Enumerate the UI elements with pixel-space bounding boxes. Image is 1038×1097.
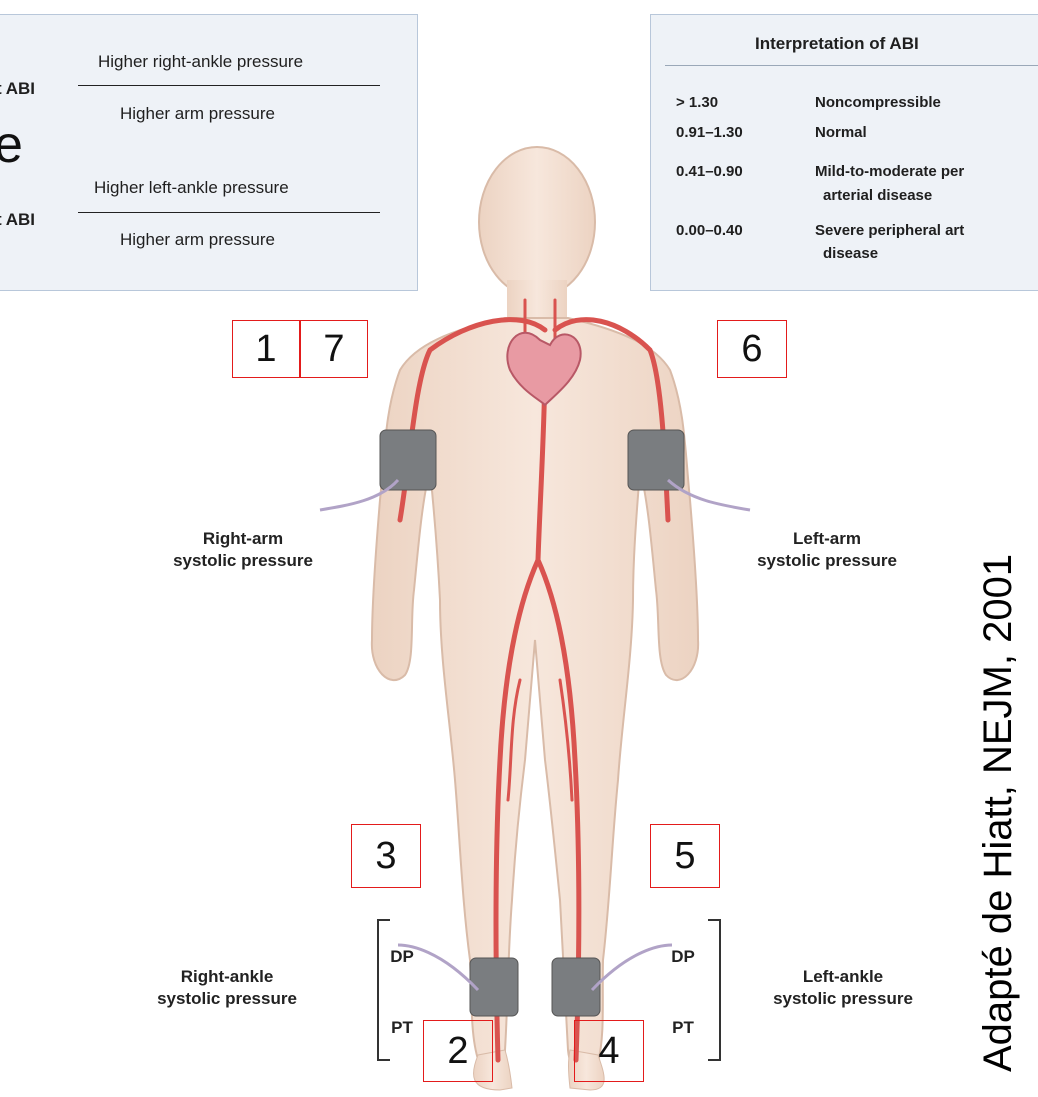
right-ankle-cuff [470,958,518,1016]
right-arm-label: Right-arm systolic pressure [128,528,358,572]
left-arm-label: Left-arm systolic pressure [712,528,942,572]
marker-5: 5 [650,824,720,888]
right-arm-label-line2: systolic pressure [128,550,358,572]
right-ankle-label-line2: systolic pressure [112,988,342,1010]
marker-7: 7 [300,320,368,378]
marker-6: 6 [717,320,787,378]
source-credit: Adapté de Hiatt, NEJM, 2001 [976,554,1021,1072]
right-ankle-label: Right-ankle systolic pressure [112,966,342,1010]
left-arm-cuff [628,430,684,490]
right-arm-cuff [380,430,436,490]
left-ankle-label-line2: systolic pressure [728,988,958,1010]
left-arm-label-line1: Left-arm [712,528,942,550]
right-pt-label: PT [382,1017,422,1039]
left-pt-label: PT [663,1017,703,1039]
marker-3: 3 [351,824,421,888]
left-ankle-cuff [552,958,600,1016]
marker-4: 4 [574,1020,644,1082]
right-arm-label-line1: Right-arm [128,528,358,550]
right-dp-label: DP [382,946,422,968]
left-dp-label: DP [663,946,703,968]
right-ankle-label-line1: Right-ankle [112,966,342,988]
left-ankle-label: Left-ankle systolic pressure [728,966,958,1010]
right-ankle-bracket [378,920,390,1060]
marker-2: 2 [423,1020,493,1082]
marker-1: 1 [232,320,300,378]
left-arm-label-line2: systolic pressure [712,550,942,572]
left-ankle-label-line1: Left-ankle [728,966,958,988]
left-ankle-bracket [708,920,720,1060]
head [479,147,595,297]
